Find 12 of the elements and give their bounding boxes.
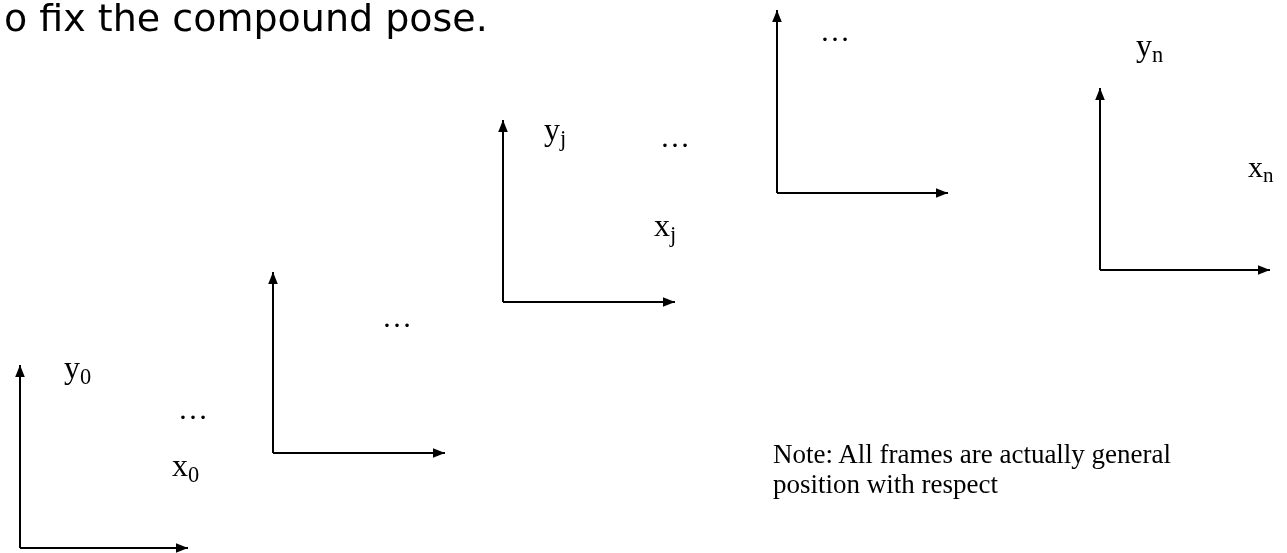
- axis-label: y$_{n}$: [1136, 28, 1164, 68]
- axis-label: …: [382, 300, 412, 333]
- axis-label: x$_{n}$: [1248, 150, 1274, 188]
- axis-label: x$_{j}$: [654, 208, 677, 248]
- axis-label: …: [820, 14, 850, 47]
- axis-label: y$_{0}$: [64, 350, 92, 390]
- axis-label: …: [178, 392, 208, 425]
- axis-label: x$_{0}$: [172, 448, 200, 488]
- slide-title: o fix the compound pose.: [4, 0, 488, 40]
- note-text: Note: All frames are actually general position with respect: [773, 440, 1173, 500]
- axis-label: y$_{j}$: [544, 112, 567, 152]
- axis-label: …: [660, 120, 690, 153]
